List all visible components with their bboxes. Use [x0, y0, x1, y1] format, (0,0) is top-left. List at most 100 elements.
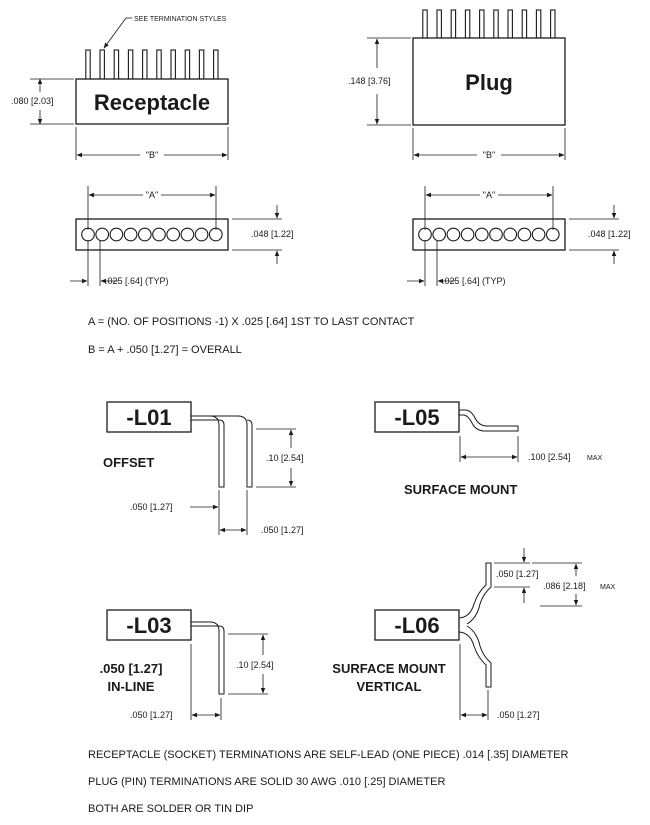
l06-label-1: SURFACE MOUNT [332, 661, 445, 676]
contact-hole [474, 227, 489, 242]
termination-l03: -L03 .050 [1.27] IN-LINE .10 [2.54] .050… [100, 609, 274, 720]
l01-offset-dim-2: .050 [1.27] [261, 525, 304, 535]
pin [422, 9, 428, 40]
contact-hole [109, 227, 124, 242]
contact-hole [81, 227, 95, 242]
receptacle-contacts [81, 227, 223, 242]
contact-hole [194, 227, 209, 242]
pin [550, 9, 556, 40]
pin [450, 9, 457, 40]
pin [85, 49, 91, 81]
contact-hole [460, 227, 475, 242]
l05-length-dim: .100 [2.54] [528, 452, 571, 462]
l05-lead [458, 409, 519, 432]
l03-height-dim: .10 [2.54] [236, 660, 274, 670]
pin [170, 49, 176, 81]
l06-lead-upper [457, 562, 492, 625]
l01-height-dim: .10 [2.54] [266, 453, 304, 463]
l06-code-box [374, 609, 460, 641]
receptacle-height-dim: .080 [2.03] [11, 96, 54, 106]
l06-label-2: VERTICAL [357, 679, 422, 694]
receptacle-title: Receptacle [94, 90, 210, 115]
pin [493, 9, 499, 40]
plug-pitch-dim: "A" [483, 190, 495, 200]
contact-hole [208, 227, 223, 242]
formula-b: B = A + .050 [1.27] = OVERALL [88, 344, 242, 356]
receptacle-width-dim: "B" [146, 150, 158, 160]
contact-hole [180, 227, 195, 242]
pin [127, 49, 134, 81]
plug-spacing-dim: .025 [.64] (TYP) [442, 276, 506, 286]
l03-label-1: .050 [1.27] [100, 661, 163, 676]
plug-width-dim: "B" [483, 150, 495, 160]
pin [213, 49, 219, 81]
plug-contacts [418, 227, 560, 242]
formula-a: A = (NO. OF POSITIONS -1) X .025 [.64] 1… [88, 316, 415, 328]
receptacle-front-view: Receptacle SEE TERMINATION STYLES .080 [… [11, 16, 229, 160]
pin [156, 49, 162, 81]
l05-length-note: MAX [587, 455, 603, 462]
pin [479, 9, 485, 40]
contact-hole [95, 227, 110, 242]
l01-offset-dim-1: .050 [1.27] [130, 502, 173, 512]
receptacle-top-view: "A" .048 [1.22] .025 [.64] (TYP) [70, 186, 294, 286]
pin [99, 49, 105, 81]
contact-hole [489, 227, 503, 242]
contact-hole [545, 227, 560, 242]
contact-hole [123, 227, 138, 242]
contact-hole [166, 227, 181, 242]
plug-front-view: Plug .148 [3.76] "B" [348, 9, 566, 160]
note-receptacle: RECEPTACLE (SOCKET) TERMINATIONS ARE SEL… [88, 749, 568, 761]
l06-outer-dim: .086 [2.18] [543, 581, 586, 591]
l05-label: SURFACE MOUNT [404, 482, 517, 497]
termination-l01: -L01 OFFSET .10 [2.54] .050 [1.27] .050 … [103, 401, 304, 535]
l06-lead-lower [457, 625, 492, 688]
contact-hole [137, 227, 152, 242]
pin [507, 9, 513, 40]
pin [464, 9, 471, 40]
receptacle-spacing-dim: .025 [.64] (TYP) [105, 276, 169, 286]
l03-offset-dim: .050 [1.27] [130, 710, 173, 720]
contact-hole [152, 227, 166, 242]
l06-outer-note: MAX [600, 584, 616, 591]
pin [535, 9, 542, 40]
plug-height-dim: .148 [3.76] [348, 76, 391, 86]
pin [521, 9, 528, 40]
l03-code: -L03 [126, 613, 171, 638]
contact-hole [531, 227, 546, 242]
pin [436, 9, 442, 40]
pin [198, 49, 205, 81]
plug-top-view: "A" .048 [1.22] .025 [.64] (TYP) [407, 186, 631, 286]
contact-hole [432, 227, 447, 242]
plug-body [412, 37, 566, 126]
l05-code: -L05 [394, 405, 439, 430]
receptacle-thickness-dim: .048 [1.22] [251, 229, 294, 239]
contact-hole [503, 227, 518, 242]
l01-lead-1 [190, 415, 225, 488]
plug-pins [422, 9, 556, 40]
plug-thickness-dim: .048 [1.22] [588, 229, 631, 239]
l06-code: -L06 [394, 613, 439, 638]
receptacle-body [75, 78, 229, 125]
termination-l05: -L05 SURFACE MOUNT .100 [2.54] MAX [374, 401, 603, 497]
l05-code-box [374, 401, 460, 433]
l01-code: -L01 [126, 405, 171, 430]
l01-lead-2 [190, 415, 253, 488]
contact-hole [446, 227, 461, 242]
receptacle-pins [85, 49, 219, 81]
contact-hole [418, 227, 432, 242]
l01-code-box [106, 401, 192, 433]
pin [113, 49, 120, 81]
termination-l06: -L06 SURFACE MOUNT VERTICAL .050 [1.27] … [332, 548, 616, 720]
l03-label-2: IN-LINE [108, 679, 155, 694]
receptacle-pitch-dim: "A" [146, 190, 158, 200]
l06-offset-dim: .050 [1.27] [497, 710, 540, 720]
note-plug: PLUG (PIN) TERMINATIONS ARE SOLID 30 AWG… [88, 776, 445, 788]
l03-lead [190, 621, 225, 695]
note-both: BOTH ARE SOLDER OR TIN DIP [88, 803, 253, 815]
l06-inner-dim: .050 [1.27] [496, 569, 539, 579]
pin [184, 49, 191, 81]
contact-hole [517, 227, 532, 242]
pin [142, 49, 148, 81]
